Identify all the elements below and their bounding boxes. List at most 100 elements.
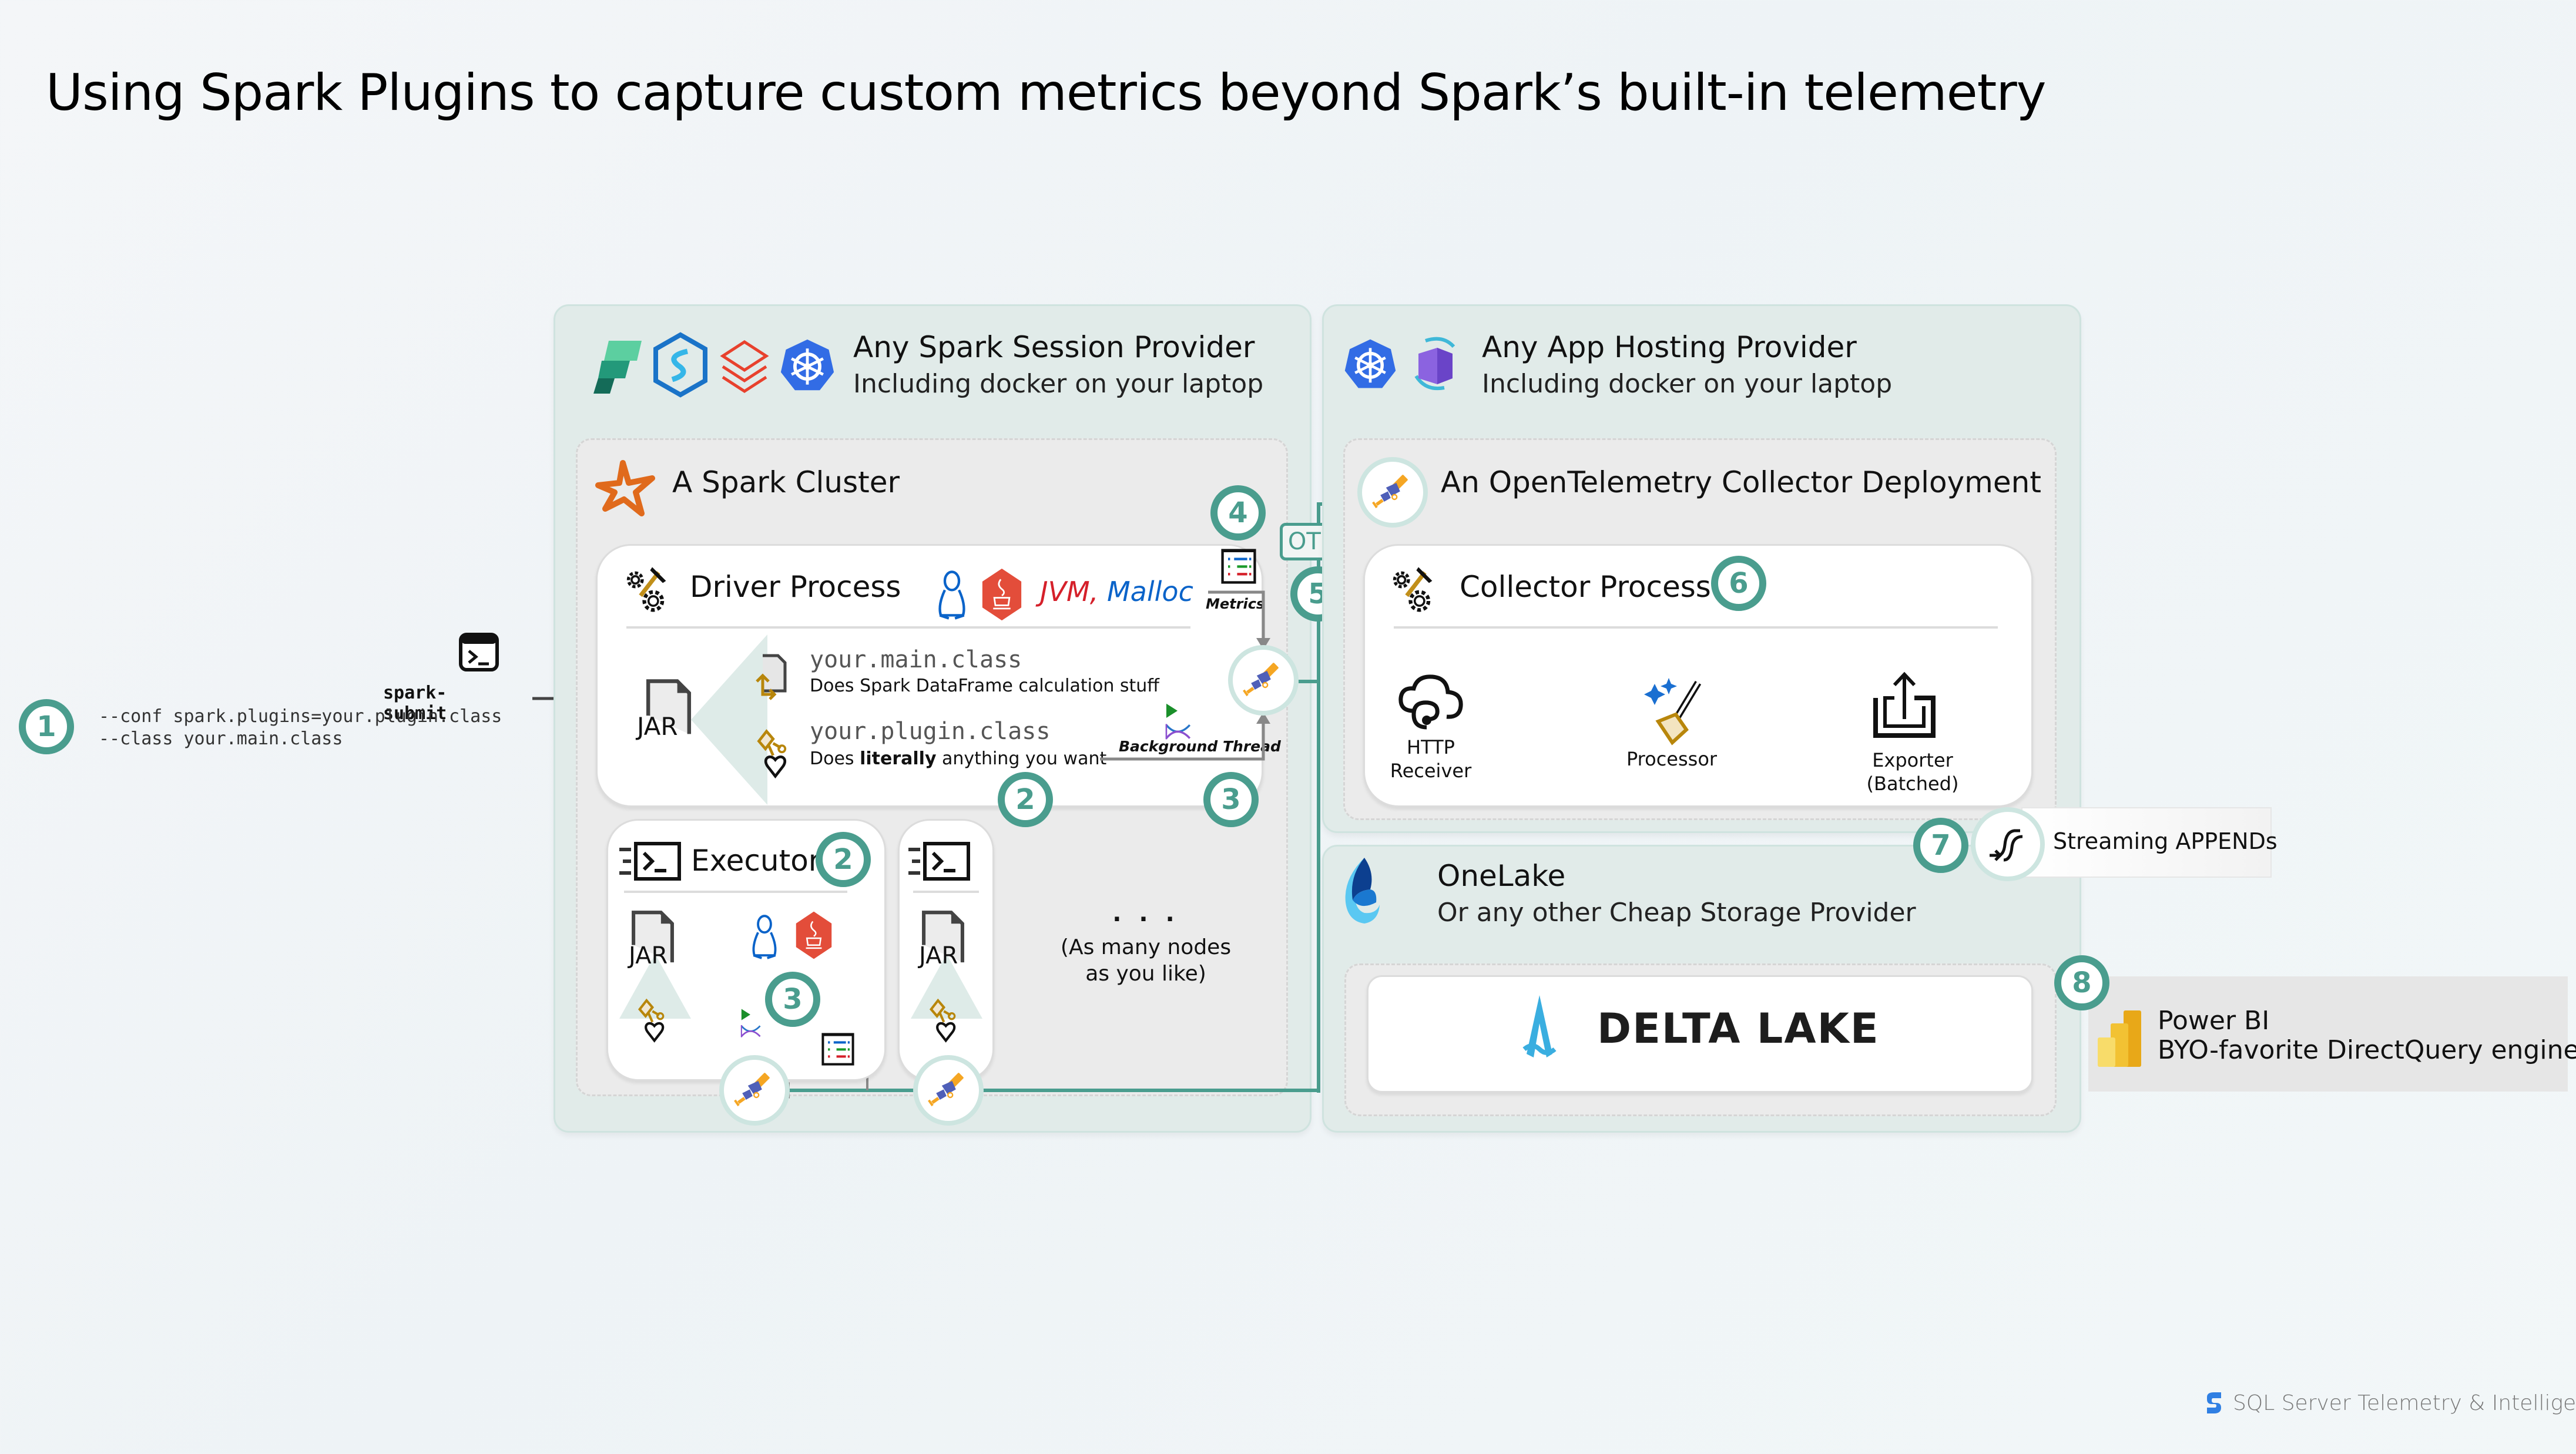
container-apps-icon (1414, 337, 1455, 390)
driver-otel-sdk-icon[interactable] (1228, 645, 1299, 716)
exporter-label-2: (Batched) (1866, 773, 1959, 795)
executor-plugin-icon (636, 996, 665, 1046)
driver-jar-label: JAR (637, 712, 678, 741)
main-class-name: your.main.class (810, 646, 1022, 673)
fabric-icon (593, 341, 642, 394)
sql-server-logo-icon (2207, 1392, 2221, 1413)
step-badge-3-executor: 3 (765, 972, 820, 1027)
step-badge-2-driver: 2 (998, 772, 1053, 827)
synapse-icon (653, 332, 707, 398)
http-receiver-label: HTTP Receiver (1375, 736, 1487, 783)
executor-jar-fan (619, 954, 691, 1019)
collector-process-card (1363, 544, 2033, 807)
provider-logos (591, 332, 844, 398)
opentelemetry-icon (731, 1067, 778, 1114)
collector-process-title: Collector Process (1460, 570, 1711, 604)
executor-2-icon (907, 841, 972, 882)
exporter-icon (1873, 671, 1936, 738)
executor-2-plugin-icon (927, 996, 957, 1046)
driver-process-card (596, 544, 1263, 807)
plugin-class-description: Does literally anything you want (810, 748, 1106, 769)
step-badge-2-executor: 2 (816, 832, 871, 887)
page-title: Using Spark Plugins to capture custom me… (46, 63, 2047, 122)
main-class-icon (756, 654, 787, 700)
executor-linux-icon (750, 914, 779, 960)
delta-lake-card (1367, 975, 2033, 1093)
collector-deployment-title: An OpenTelemetry Collector Deployment (1441, 465, 2041, 499)
main-class-description: Does Spark DataFrame calculation stuff (810, 676, 1159, 696)
opentelemetry-icon (1369, 469, 1416, 516)
streaming-appends-callout (2021, 807, 2272, 878)
spark-star-icon (595, 460, 655, 516)
onelake-title: OneLake (1437, 859, 1566, 893)
executor-separator (624, 891, 847, 893)
more-nodes-text: (As many nodes as you like) (1060, 935, 1232, 986)
http-receiver-icon (1398, 674, 1463, 730)
driver-jar-fan (691, 634, 767, 805)
more-nodes-dots: . . . (1112, 900, 1179, 927)
collector-otel-icon[interactable] (1357, 457, 1428, 528)
plugin-class-name: your.plugin.class (810, 718, 1051, 745)
onelake-icon (1345, 858, 1380, 924)
driver-separator (626, 626, 1190, 629)
processor-label: Processor (1626, 748, 1718, 770)
executor-title: Executor (691, 844, 821, 878)
spark-provider-subtitle: Including docker on your laptop (853, 369, 1264, 399)
step-badge-3-driver: 3 (1203, 772, 1259, 827)
executor-jar-label: JAR (629, 942, 668, 969)
streaming-icon (1971, 807, 2045, 881)
power-bi-icon (2098, 1010, 2141, 1067)
spark-submit-conf-arg: --conf spark.plugins=your.plugin.class (99, 706, 502, 727)
runtime-label: JVM, Malloc (1040, 576, 1193, 607)
executor-thread-icon (738, 1008, 763, 1045)
databricks-icon (720, 340, 769, 393)
executor-2-separator (913, 891, 979, 893)
plugin-desc-bold: literally (860, 748, 937, 769)
power-bi-callout (2088, 976, 2568, 1092)
http-receiver-label-2: Receiver (1390, 760, 1472, 782)
onelake-subtitle: Or any other Cheap Storage Provider (1437, 898, 1916, 928)
step-badge-6: 6 (1711, 556, 1766, 611)
plugin-desc-post: anything you want (936, 748, 1107, 769)
executor-icon (618, 841, 683, 882)
metrics-label: Metrics (1206, 596, 1265, 612)
kubernetes-icon-2 (1343, 337, 1397, 391)
delta-lake-label: DELTA LAKE (1597, 1005, 1880, 1053)
plugin-desc-pre: Does (810, 748, 860, 769)
streaming-appends-label: Streaming APPENDs (2053, 828, 2278, 854)
driver-process-title: Driver Process (690, 570, 901, 604)
executor-2-jar-fan (911, 954, 982, 1019)
step-badge-1: 1 (19, 699, 74, 754)
background-thread-label: Background Thread (1119, 738, 1281, 755)
spark-submit-class-arg: --class your.main.class (99, 728, 343, 749)
spark-cluster-title: A Spark Cluster (672, 465, 900, 499)
runtime-jvm: JVM, (1040, 576, 1099, 607)
opentelemetry-icon (925, 1067, 972, 1114)
power-bi-subtitle: BYO-favorite DirectQuery engine (2158, 1035, 2576, 1065)
runtime-malloc: Malloc (1106, 576, 1193, 607)
footer-brand: SQL Server Telemetry & Intelligence (2233, 1391, 2576, 1415)
app-provider-subtitle: Including docker on your laptop (1482, 369, 1893, 399)
streaming-flow-icon (1990, 829, 2023, 862)
collector-separator (1394, 626, 1998, 629)
executor-otel-sdk-icon[interactable] (719, 1055, 790, 1126)
spark-submit-command: spark-submit (383, 683, 447, 724)
collector-gears-icon (1387, 564, 1440, 617)
http-receiver-label-1: HTTP (1407, 736, 1455, 758)
terminal-icon (459, 633, 499, 671)
step-badge-7: 7 (1913, 818, 1968, 873)
exporter-label-1: Exporter (1872, 749, 1953, 771)
spark-provider-title: Any Spark Session Provider (853, 330, 1255, 364)
executor-2-otel-sdk-icon[interactable] (913, 1055, 984, 1126)
processor-icon (1644, 678, 1702, 746)
delta-lake-icon (1522, 995, 1557, 1057)
executor-2-jar-label: JAR (919, 942, 958, 969)
power-bi-title: Power BI (2158, 1006, 2270, 1036)
exporter-label: Exporter (Batched) (1857, 748, 1968, 795)
opentelemetry-icon (1240, 657, 1287, 704)
executor-metrics-icon (821, 1033, 854, 1066)
step-badge-8: 8 (2054, 955, 2109, 1010)
app-provider-title: Any App Hosting Provider (1482, 330, 1857, 364)
step-badge-4: 4 (1210, 485, 1266, 540)
